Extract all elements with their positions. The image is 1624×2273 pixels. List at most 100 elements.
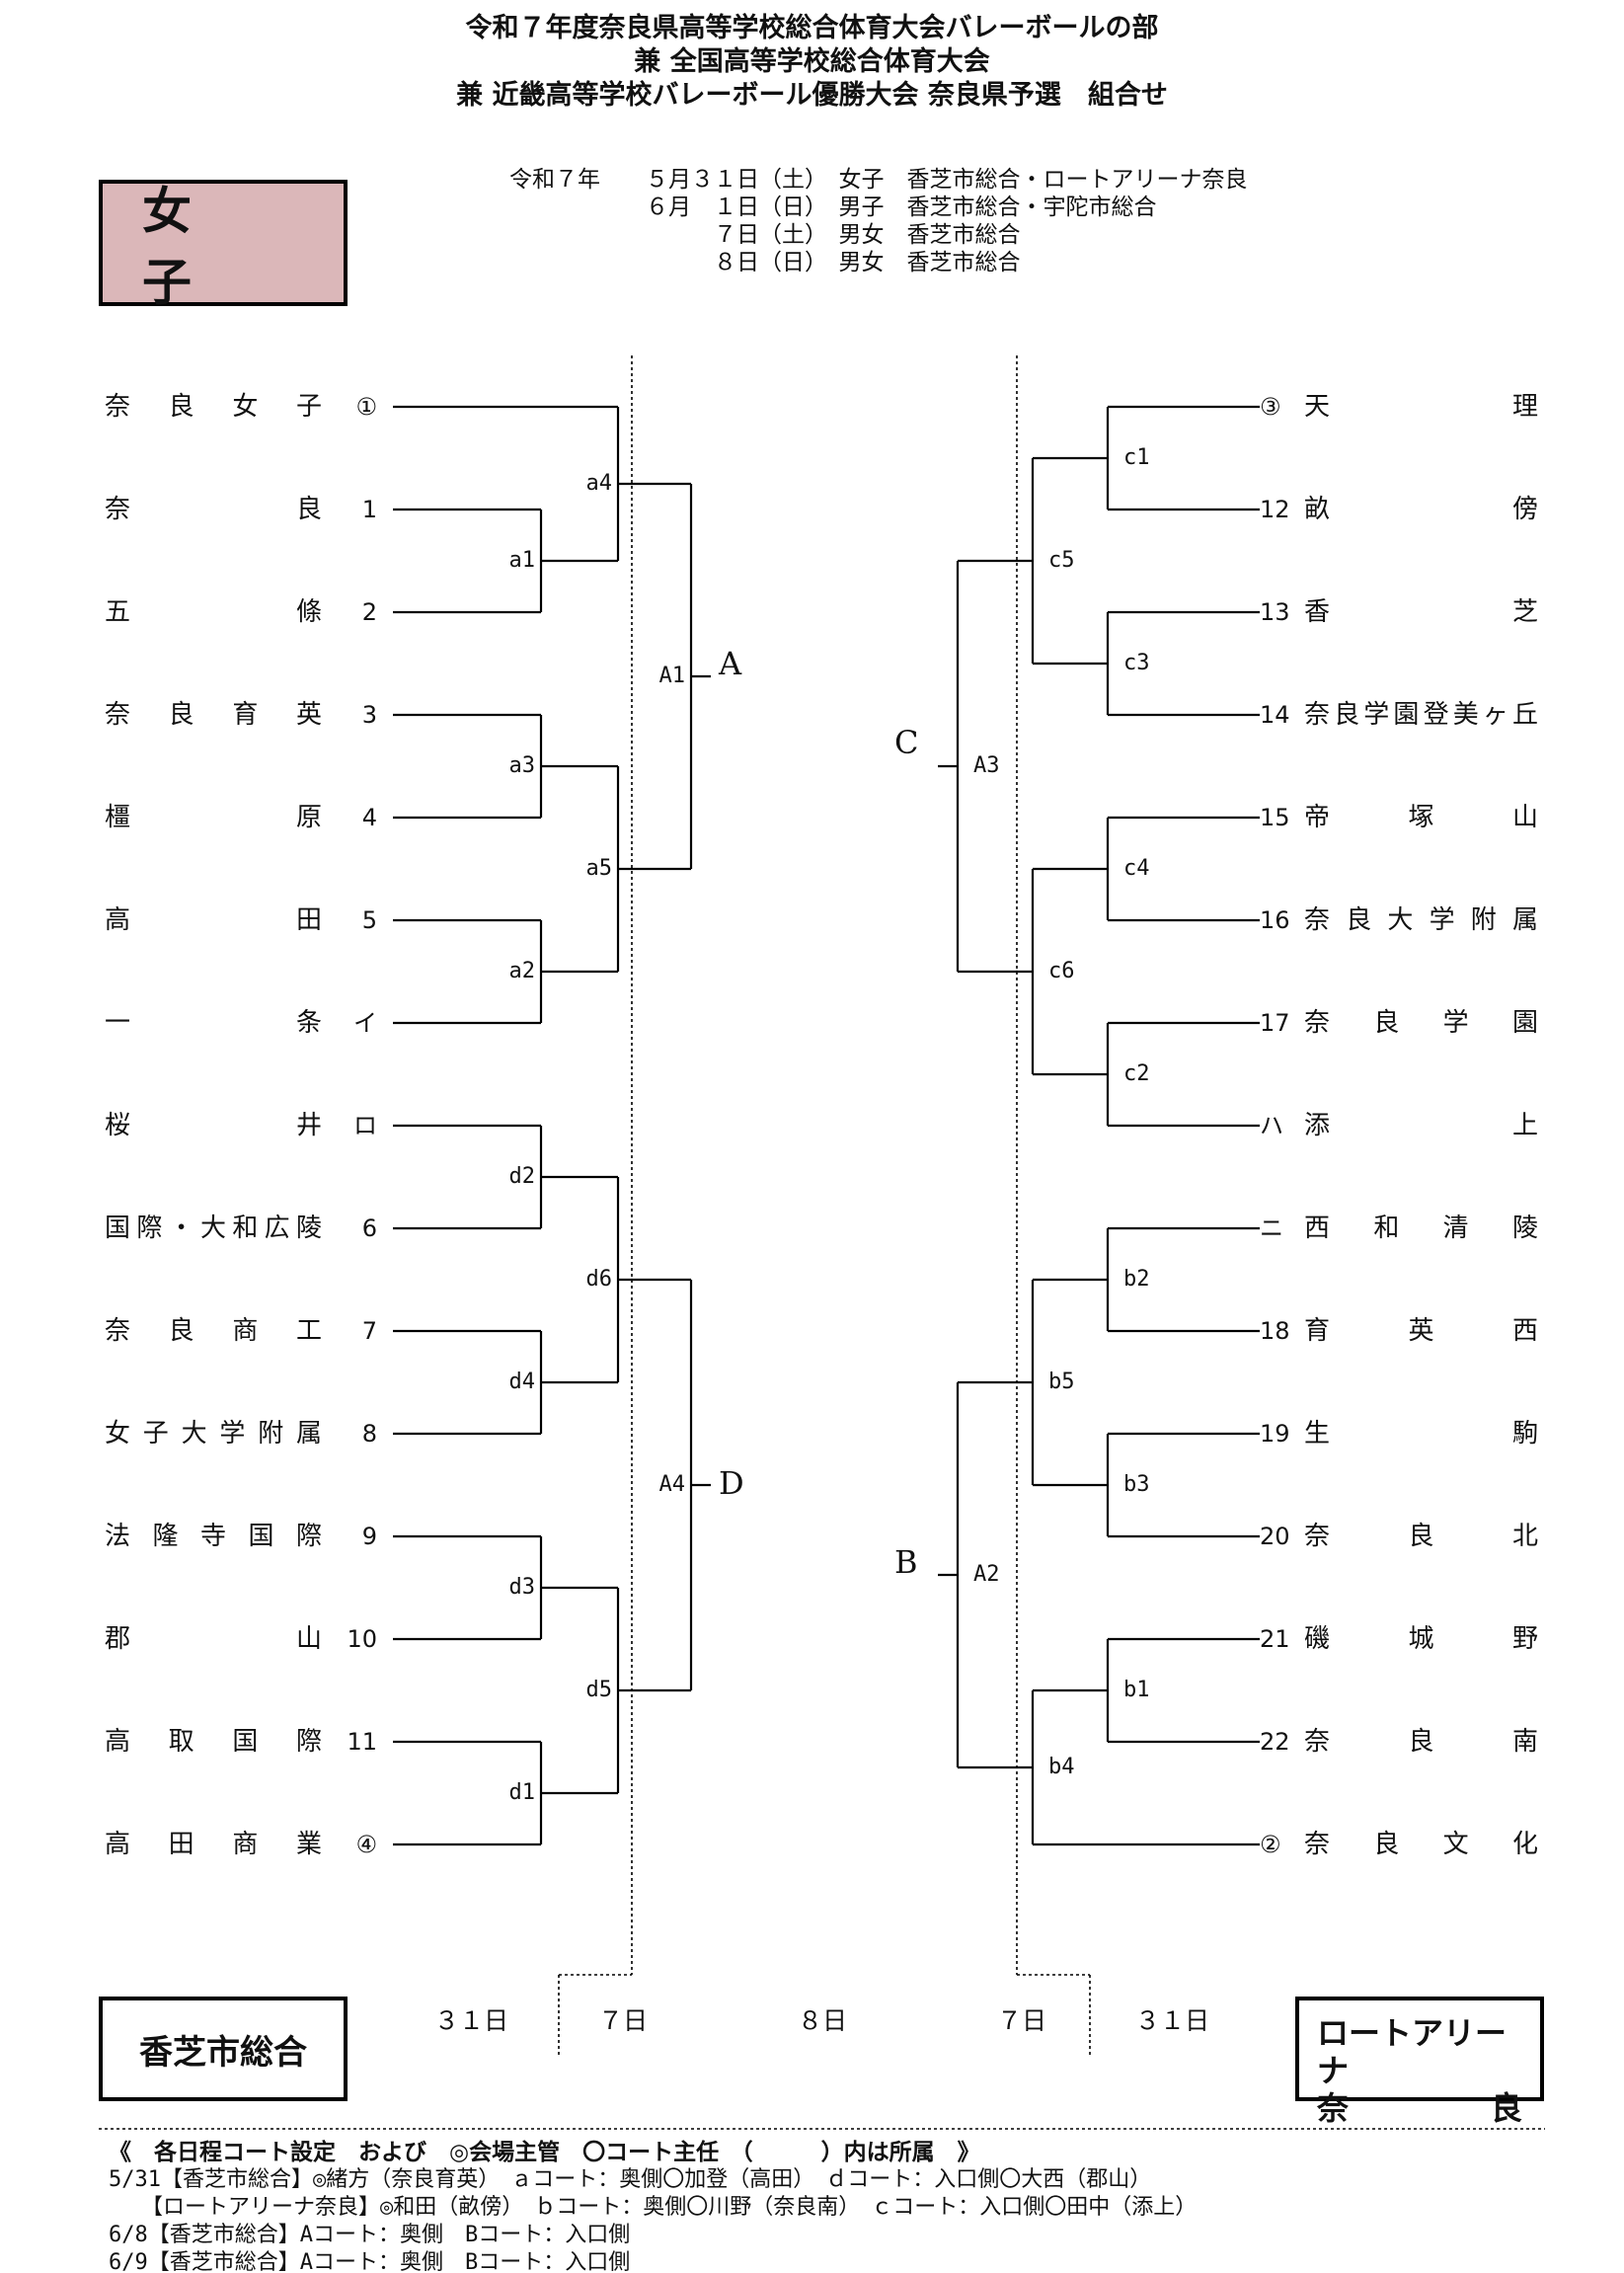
team-row-left: 一条 イ bbox=[105, 1006, 377, 1040]
team-name: 奈良北 bbox=[1304, 1522, 1538, 1551]
team-name: 添上 bbox=[1304, 1111, 1538, 1140]
team-name: 一条 bbox=[105, 1008, 322, 1038]
team-seed: 2 bbox=[361, 598, 377, 626]
court-notes-header: 《 各日程コート設定 および ◎会場主管 〇コート主任 （ ）内は所属 》 bbox=[109, 2140, 980, 2165]
team-name: 香芝 bbox=[1304, 597, 1538, 627]
team-name: 法隆寺国際 bbox=[105, 1522, 322, 1551]
match-label-c1: c1 bbox=[1123, 445, 1150, 470]
team-seed: ① bbox=[355, 393, 377, 421]
team-seed: 18 bbox=[1260, 1317, 1290, 1345]
match-label-d4: d4 bbox=[508, 1370, 536, 1394]
match-label-a5: a5 bbox=[585, 856, 613, 881]
team-seed: 1 bbox=[361, 496, 377, 523]
match-label-c3: c3 bbox=[1123, 651, 1150, 675]
court-note-line-2: 【ロートアリーナ奈良】◎和田（畝傍） ｂコート：奥側〇川野（奈良南） ｃコート：… bbox=[109, 2195, 1198, 2220]
category-badge: 女 子 bbox=[99, 180, 348, 311]
schedule-line-2: ６月 １日（日） 男子 香芝市総合・宇陀市総合 bbox=[509, 195, 1157, 220]
match-label-d5: d5 bbox=[585, 1678, 613, 1702]
team-seed: 14 bbox=[1260, 701, 1290, 729]
match-label-c2: c2 bbox=[1123, 1061, 1150, 1086]
schedule-line-1: 令和７年 ５月３１日（土） 女子 香芝市総合・ロートアリーナ奈良 bbox=[509, 167, 1248, 193]
day-label-7-right: ７日 bbox=[997, 2006, 1047, 2035]
team-row-right: ニ西和清陵 bbox=[1260, 1212, 1538, 1245]
team-name: 国際・大和広陵 bbox=[105, 1214, 322, 1243]
team-row-left: 法隆寺国際 9 bbox=[105, 1520, 377, 1553]
team-seed: イ bbox=[353, 1009, 377, 1037]
team-name: 生駒 bbox=[1304, 1419, 1538, 1449]
team-seed: 5 bbox=[361, 906, 377, 934]
team-row-right: 13 香芝 bbox=[1260, 595, 1538, 629]
team-row-right: 21 磯城野 bbox=[1260, 1622, 1538, 1656]
team-seed: 13 bbox=[1260, 598, 1290, 626]
title-line-2: 兼 全国高等学校総合体育大会 bbox=[634, 46, 990, 77]
team-name: 奈良育英 bbox=[105, 700, 322, 730]
team-seed: ④ bbox=[355, 1831, 377, 1858]
team-seed: 3 bbox=[361, 701, 377, 729]
venue-rohto-line2-a: 奈 bbox=[1317, 2089, 1350, 2127]
court-note-line-1: 5/31【香芝市総合】◎緒方（奈良育英） ａコート：奥側〇加登（高田） ｄコート… bbox=[109, 2167, 1152, 2192]
team-name: 女子大学附属 bbox=[105, 1419, 322, 1449]
team-name: 育英西 bbox=[1304, 1316, 1538, 1346]
team-name: 奈良 bbox=[105, 495, 322, 524]
schedule-line-3: ７日（土） 男女 香芝市総合 bbox=[509, 222, 1021, 248]
venue-rohto-box: ロートアリーナ 奈 良 bbox=[1295, 1997, 1544, 2127]
team-name: 磯城野 bbox=[1304, 1624, 1538, 1654]
team-name: 奈良女子 bbox=[105, 392, 322, 422]
match-label-b5: b5 bbox=[1048, 1370, 1075, 1394]
match-label-c4: c4 bbox=[1123, 856, 1150, 881]
team-name: 帝塚山 bbox=[1304, 803, 1538, 832]
venue-kashiba-box: 香芝市総合 bbox=[99, 1997, 348, 2101]
team-name: 郡山 bbox=[105, 1624, 322, 1654]
team-row-right: 12 畝傍 bbox=[1260, 493, 1538, 526]
match-label-a1: A1 bbox=[658, 664, 686, 688]
team-seed: 11 bbox=[347, 1728, 377, 1756]
match-label-d3: d3 bbox=[508, 1575, 536, 1600]
team-name: 高田 bbox=[105, 905, 322, 935]
match-label-a2: a2 bbox=[508, 959, 536, 983]
team-name: 奈良学園登美ヶ丘 bbox=[1304, 700, 1538, 730]
team-name: 奈良南 bbox=[1304, 1727, 1538, 1757]
team-row-right: ハ添上 bbox=[1260, 1109, 1538, 1142]
team-row-left: 女子大学附属 8 bbox=[105, 1417, 377, 1450]
team-seed: 12 bbox=[1260, 496, 1290, 523]
team-seed: 8 bbox=[361, 1420, 377, 1448]
match-label-b4: b4 bbox=[1048, 1755, 1075, 1779]
team-seed: 20 bbox=[1260, 1523, 1290, 1550]
day-label-8: ８日 bbox=[798, 2006, 848, 2035]
team-row-left: 奈良女子 ① bbox=[105, 390, 377, 424]
team-seed: 4 bbox=[361, 804, 377, 831]
title-line-1: 令和７年度奈良県高等学校総合体育大会バレーボールの部 bbox=[465, 13, 1159, 43]
match-label-a2: A2 bbox=[973, 1562, 1000, 1587]
team-seed: 16 bbox=[1260, 906, 1290, 934]
venue-rohto-line1: ロートアリーナ bbox=[1317, 2014, 1508, 2089]
match-label-a3: A3 bbox=[973, 753, 1000, 778]
team-name: 奈良商工 bbox=[105, 1316, 322, 1346]
pool-b-label: B bbox=[894, 1543, 918, 1581]
court-note-line-3: 6/8【香芝市総合】Aコート：奥側 Bコート：入口側 bbox=[109, 2223, 631, 2247]
team-name: 高田商業 bbox=[105, 1830, 322, 1859]
team-name: 高取国際 bbox=[105, 1727, 322, 1757]
team-name: 奈良学園 bbox=[1304, 1008, 1538, 1038]
team-row-left: 国際・大和広陵 6 bbox=[105, 1212, 377, 1245]
team-seed: 6 bbox=[361, 1215, 377, 1242]
team-name: 橿原 bbox=[105, 803, 322, 832]
team-seed: 9 bbox=[361, 1523, 377, 1550]
day-label-31-left: ３１日 bbox=[434, 2006, 509, 2035]
title-line-3: 兼 近畿高等学校バレーボール優勝大会 奈良県予選 組合せ bbox=[456, 80, 1168, 111]
team-seed: ニ bbox=[1260, 1215, 1283, 1242]
match-label-a3: a3 bbox=[508, 753, 536, 778]
day-label-7-left: ７日 bbox=[598, 2006, 649, 2035]
match-label-b2: b2 bbox=[1123, 1267, 1150, 1292]
team-seed: 21 bbox=[1260, 1625, 1290, 1653]
team-row-left: 高田商業 ④ bbox=[105, 1828, 377, 1861]
team-name: 畝傍 bbox=[1304, 495, 1538, 524]
team-seed: ② bbox=[1260, 1831, 1281, 1858]
match-label-d6: d6 bbox=[585, 1267, 613, 1292]
